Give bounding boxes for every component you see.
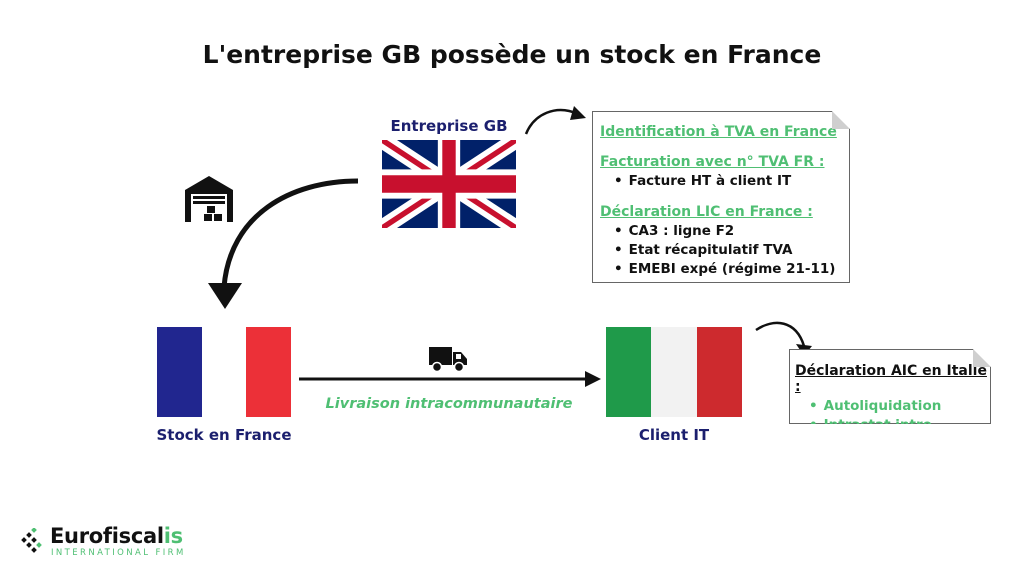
truck-icon — [429, 347, 467, 373]
logo-name-accent: is — [163, 524, 183, 548]
gb-heading-facturation: Facturation avec n° TVA FR : — [600, 154, 825, 170]
it-obligations-box: Déclaration AIC en Italie : Autoliquidat… — [789, 349, 991, 424]
gb-box-fold — [832, 111, 850, 129]
list-item: Intrastat intro — [809, 416, 990, 435]
gb-heading-identification: Identification à TVA en France — [600, 124, 837, 140]
curved-arrow-icon — [524, 106, 586, 135]
logo-mark-icon — [21, 528, 42, 553]
list-item: Facture HT à client IT — [614, 172, 849, 191]
delivery-arrow — [299, 371, 601, 387]
gb-facturation-list: Facture HT à client IT — [600, 172, 849, 191]
gb-heading-declaration: Déclaration LIC en France : — [600, 204, 813, 220]
france-label: Stock en France — [156, 426, 292, 444]
list-item: Etat récapitulatif TVA — [614, 241, 849, 260]
it-heading: Déclaration AIC en Italie : — [795, 363, 987, 395]
list-item: EMEBI expé (régime 21-11) — [614, 260, 849, 279]
logo-tagline: INTERNATIONAL FIRM — [51, 548, 186, 558]
page-title: L'entreprise GB possède un stock en Fran… — [202, 40, 822, 69]
curved-arrow-to-stock — [208, 178, 359, 309]
it-obligations-list: Autoliquidation Intrastat intro — [795, 397, 990, 435]
italy-flag — [606, 327, 742, 417]
list-item: Autoliquidation — [809, 397, 990, 416]
list-item: CA3 : ligne F2 — [614, 222, 849, 241]
uk-flag — [382, 140, 516, 228]
france-flag — [157, 327, 292, 417]
it-box-fold — [973, 349, 991, 367]
logo-name-main: Eurofiscal — [50, 524, 164, 548]
gb-obligations-box: Identification à TVA en France Facturati… — [592, 111, 850, 283]
gb-declaration-list: CA3 : ligne F2 Etat récapitulatif TVA EM… — [600, 222, 849, 279]
logo-wordmark: Eurofiscalis — [50, 524, 183, 548]
warehouse-icon — [185, 176, 233, 222]
delivery-label: Livraison intracommunautaire — [325, 396, 573, 412]
italy-label: Client IT — [638, 426, 710, 444]
uk-label: Entreprise GB — [390, 117, 508, 135]
